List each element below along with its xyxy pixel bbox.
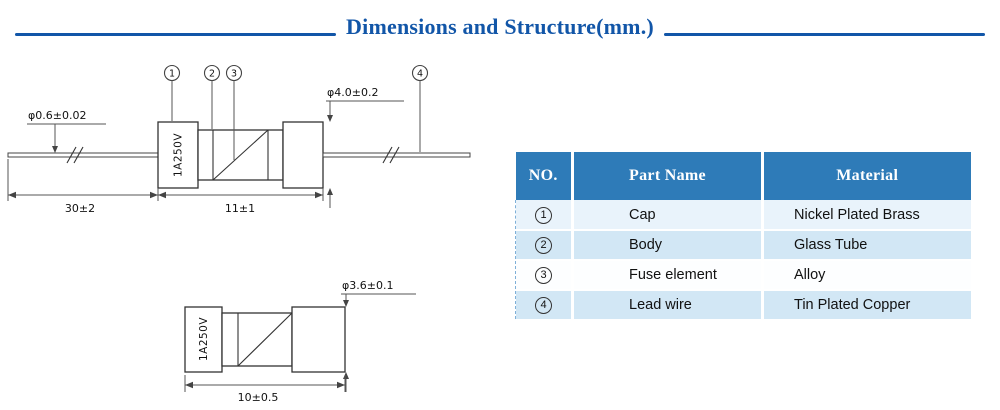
arrowhead xyxy=(185,381,193,389)
fuse-element-line xyxy=(237,312,293,367)
circled-number: 4 xyxy=(535,297,552,314)
dim-body-length: 11±1 xyxy=(225,202,255,215)
col-header-part-name: Part Name xyxy=(571,152,763,200)
callout-circle-3 xyxy=(225,64,243,82)
dim-cap-diameter: φ4.0±0.2 xyxy=(327,86,378,99)
callout-number-3: 3 xyxy=(231,69,237,80)
table-row: 4 Lead wire Tin Plated Copper xyxy=(515,290,971,321)
callouts: 1 2 3 4 xyxy=(163,64,429,160)
material-cell: Nickel Plated Brass xyxy=(761,200,971,231)
glass-body xyxy=(221,312,293,367)
fuse-element-line xyxy=(212,129,269,181)
circled-number: 3 xyxy=(535,267,552,284)
callout-circle-1 xyxy=(163,64,181,82)
arrowhead xyxy=(52,146,58,153)
table-row: 1 Cap Nickel Plated Brass xyxy=(515,200,971,231)
arrowhead xyxy=(343,372,349,379)
dim-lead-length: 30±2 xyxy=(65,202,95,215)
arrowhead xyxy=(150,191,158,199)
dimensions-bottom: φ3.6±0.1 10±0.5 xyxy=(184,279,416,404)
fuse-technical-drawing: 1A250V 1 2 3 4 φ0.6 xyxy=(7,64,471,404)
rating-label-bottom: 1A250V xyxy=(198,317,210,361)
title-line-left xyxy=(15,32,337,36)
break-mark xyxy=(73,146,84,164)
part-name-cell: Fuse element xyxy=(571,260,763,291)
right-cap xyxy=(282,121,324,189)
arrowhead xyxy=(158,191,166,199)
dim-lead-diameter: φ0.6±0.02 xyxy=(28,109,86,122)
fuse-body-view: 1A250V xyxy=(184,306,346,373)
dim-body-length-bottom: 10±0.5 xyxy=(238,391,279,404)
material-cell: Tin Plated Copper xyxy=(761,290,971,321)
title-line-right xyxy=(663,32,985,36)
circled-number: 2 xyxy=(535,237,552,254)
left-lead-wire xyxy=(7,152,159,158)
part-name-cell: Lead wire xyxy=(571,290,763,321)
right-cap xyxy=(291,306,346,373)
break-mark xyxy=(389,146,400,164)
rating-label-top: 1A250V xyxy=(173,133,185,177)
callout-circle-2 xyxy=(203,64,221,82)
col-header-material: Material xyxy=(761,152,971,200)
callout-number-4: 4 xyxy=(417,69,423,80)
material-cell: Glass Tube xyxy=(761,230,971,261)
break-mark xyxy=(382,146,393,164)
arrowhead xyxy=(315,191,323,199)
table-row: 3 Fuse element Alloy xyxy=(515,260,971,291)
row-no-cell: 4 xyxy=(515,290,573,321)
dimensions-top: φ0.6±0.02 30±2 11±1 φ4.0±0.2 xyxy=(7,86,404,215)
page-title: Dimensions and Structure(mm.) xyxy=(346,14,654,39)
row-no-cell: 1 xyxy=(515,200,573,231)
break-mark xyxy=(66,146,77,164)
arrowhead xyxy=(337,381,345,389)
fuse-side-view: 1A250V xyxy=(7,121,471,189)
title-row: Dimensions and Structure(mm.) xyxy=(0,0,1000,40)
arrowhead xyxy=(327,115,333,122)
callout-number-1: 1 xyxy=(169,69,175,80)
table-header-row: NO. Part Name Material xyxy=(515,152,971,200)
col-header-no: NO. xyxy=(515,152,573,200)
table-row: 2 Body Glass Tube xyxy=(515,230,971,261)
arrowhead xyxy=(343,300,349,307)
arrowhead xyxy=(8,191,16,199)
material-cell: Alloy xyxy=(761,260,971,291)
dim-body-diameter: φ3.6±0.1 xyxy=(342,279,393,292)
part-name-cell: Body xyxy=(571,230,763,261)
row-no-cell: 3 xyxy=(515,260,573,291)
callout-circle-4 xyxy=(411,64,429,82)
callout-number-2: 2 xyxy=(209,69,215,80)
arrowhead xyxy=(327,188,333,195)
part-name-cell: Cap xyxy=(571,200,763,231)
parts-table: NO. Part Name Material 1 Cap Nickel Plat… xyxy=(515,152,971,321)
row-no-cell: 2 xyxy=(515,230,573,261)
circled-number: 1 xyxy=(535,206,552,224)
right-lead-wire xyxy=(322,152,471,158)
left-cap xyxy=(184,306,223,373)
